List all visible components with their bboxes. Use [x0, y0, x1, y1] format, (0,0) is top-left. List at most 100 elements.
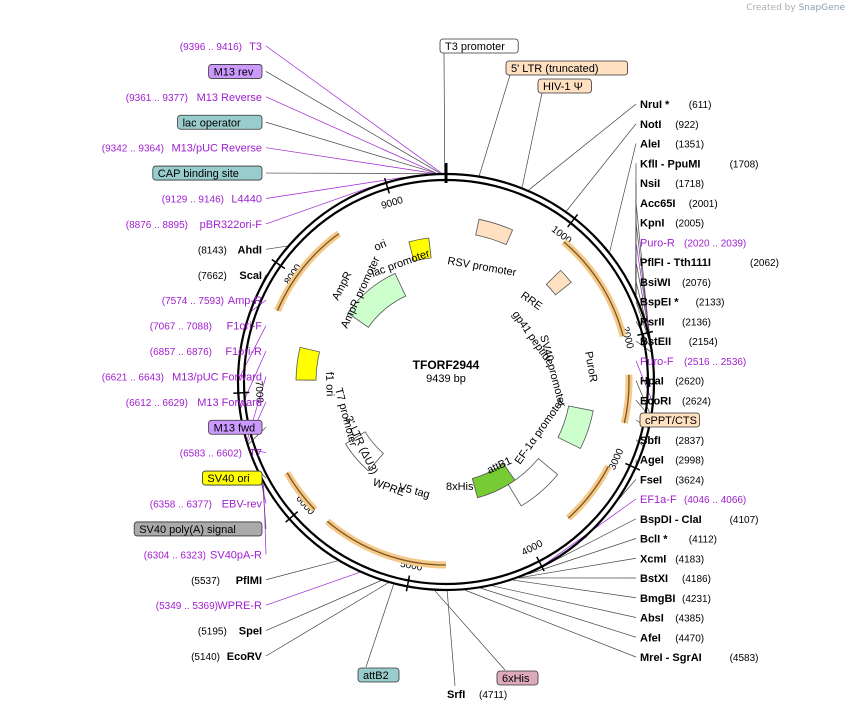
kfli-ppumi-label[interactable]: KflI - PpuMI — [640, 158, 701, 170]
t3-position: (9396 .. 9416) — [180, 42, 242, 53]
t7-label[interactable]: T7 — [249, 448, 262, 460]
xcmi-label[interactable]: XcmI — [640, 553, 666, 565]
label-leader — [266, 583, 388, 656]
rsv-promoter-feature-label[interactable]: RSV promoter — [446, 255, 517, 279]
bmgbi-label[interactable]: BmgBI — [640, 593, 675, 605]
5-ltr-truncated-label[interactable]: 5' LTR (truncated) — [511, 63, 598, 75]
hiv-1-label[interactable]: HIV-1 Ψ — [543, 81, 583, 93]
afei-position: (4470) — [675, 633, 704, 644]
ruler-tick-label: 9000 — [380, 195, 405, 212]
amp-r-label[interactable]: Amp-R — [228, 295, 262, 307]
6xhis-label[interactable]: 6xHis — [502, 673, 530, 685]
agei-label[interactable]: AgeI — [640, 455, 664, 467]
cap-binding-site-label[interactable]: CAP binding site — [158, 168, 239, 180]
sv40-ori-label[interactable]: SV40 ori — [207, 473, 249, 485]
feature-arc — [277, 234, 338, 311]
l4440-label[interactable]: L4440 — [231, 194, 262, 206]
acc65i-label[interactable]: Acc65I — [640, 198, 675, 210]
fsei-label[interactable]: FseI — [640, 474, 662, 486]
puror-feature-label[interactable]: PuroR — [582, 350, 599, 383]
f1ori-r-label[interactable]: F1ori-R — [225, 346, 262, 358]
sbfi-position: (2837) — [675, 436, 704, 447]
ruler-tick — [233, 392, 249, 393]
sbfi-label[interactable]: SbfI — [640, 435, 661, 447]
t3-promoter-label[interactable]: T3 promoter — [445, 41, 505, 53]
sv40-poly-a-signal-label[interactable]: SV40 poly(A) signal — [139, 524, 236, 536]
bspei-position: (2133) — [696, 298, 725, 309]
scai-position: (7662) — [198, 271, 227, 282]
ef1a-f-label[interactable]: EF1a-F — [640, 494, 677, 506]
m13-reverse-position: (9361 .. 9377) — [126, 93, 188, 104]
ecorv-label[interactable]: EcoRV — [227, 651, 263, 663]
alei-label[interactable]: AleI — [640, 139, 660, 151]
kpni-label[interactable]: KpnI — [640, 218, 664, 230]
ecori-label[interactable]: EcoRI — [640, 395, 671, 407]
label-leader — [266, 561, 338, 580]
bspei-label[interactable]: BspEI * — [640, 297, 679, 309]
ebv-rev-position: (6358 .. 6377) — [150, 500, 212, 511]
srfi-position: (4711) — [479, 690, 507, 701]
lac-operator-label[interactable]: lac operator — [183, 117, 241, 129]
mrei-sgrai-label[interactable]: MreI - SgrAI — [640, 652, 702, 664]
pflmi-label[interactable]: PflMI — [236, 575, 262, 587]
m13-puc-reverse-label[interactable]: M13/pUC Reverse — [172, 143, 262, 155]
absi-label[interactable]: AbsI — [640, 613, 664, 625]
nrui-position: (611) — [689, 100, 712, 111]
ahdi-label[interactable]: AhdI — [238, 244, 262, 256]
bcli-label[interactable]: BclI * — [640, 534, 668, 546]
8xhis-feature-label[interactable]: 8xHis — [446, 481, 474, 493]
ecorv-position: (5140) — [191, 652, 220, 663]
srfi-label[interactable]: SrfI — [447, 689, 465, 701]
puro-f-label[interactable]: Puro-F — [640, 356, 674, 368]
bspdi-clai-label[interactable]: BspDI - ClaI — [640, 514, 702, 526]
sv40-promoter-feature-label[interactable]: SV40 promoter — [537, 334, 568, 409]
ebv-rev-label[interactable]: EBV-rev — [222, 499, 263, 511]
plasmid-size: 9439 bp — [426, 373, 466, 385]
bsiwi-label[interactable]: BsiWI — [640, 277, 671, 289]
spei-position: (5195) — [198, 627, 227, 638]
snapgene-credit: Created by SnapGene — [746, 3, 845, 13]
label-leader — [266, 581, 381, 631]
m13-reverse-label[interactable]: M13 Reverse — [197, 92, 262, 104]
nsii-label[interactable]: NsiI — [640, 178, 660, 190]
pflfi-tth111i-position: (2062) — [750, 258, 779, 269]
puro-r-label[interactable]: Puro-R — [640, 237, 675, 249]
bsteii-label[interactable]: BstEII — [640, 336, 671, 348]
ef-1-promoter-feature-label[interactable]: EF-1α promoter — [513, 396, 567, 466]
rsrii-label[interactable]: RsrII — [640, 316, 664, 328]
label-leader — [566, 124, 636, 211]
ef1a-f-position: (4046 .. 4066) — [684, 495, 746, 506]
wpre-r-label[interactable]: WPRE-R — [217, 600, 262, 612]
m13-puc-forward-label[interactable]: M13/pUC Forward — [172, 371, 262, 383]
pbr322ori-f-label[interactable]: pBR322ori-F — [200, 219, 263, 231]
label-leader — [529, 104, 636, 190]
pflfi-tth111i-label[interactable]: PflFI - Tth111I — [640, 257, 711, 269]
noti-label[interactable]: NotI — [640, 119, 661, 131]
puro-r-position: (2020 .. 2039) — [684, 238, 746, 249]
m13-forward-label[interactable]: M13 Forward — [197, 397, 262, 409]
attb2-label[interactable]: attB2 — [363, 670, 389, 682]
pbr322ori-f-position: (8876 .. 8895) — [126, 220, 188, 231]
bstxi-label[interactable]: BstXI — [640, 573, 668, 585]
ori-feature-label[interactable]: ori — [372, 238, 388, 254]
t3-label[interactable]: T3 — [249, 41, 262, 53]
rre-feature-label[interactable]: RRE — [518, 290, 544, 313]
m13-rev-label[interactable]: M13 rev — [214, 66, 254, 78]
sv40pa-r-label[interactable]: SV40pA-R — [210, 549, 262, 561]
label-leader — [522, 93, 542, 187]
hpai-label[interactable]: HpaI — [640, 376, 664, 388]
feature-arc — [327, 521, 446, 565]
f1ori-f-label[interactable]: F1ori-F — [227, 321, 263, 333]
scai-label[interactable]: ScaI — [239, 270, 262, 282]
m13-fwd-label[interactable]: M13 fwd — [214, 422, 256, 434]
bsteii-position: (2154) — [689, 337, 718, 348]
kpni-position: (2005) — [675, 219, 704, 230]
cppt-cts-label[interactable]: cPPT/CTS — [645, 415, 697, 427]
nrui-label[interactable]: NruI * — [640, 99, 670, 111]
label-leader — [447, 591, 455, 686]
feature-arc — [564, 242, 623, 336]
afei-label[interactable]: AfeI — [640, 632, 661, 644]
label-leader — [465, 590, 636, 657]
spei-label[interactable]: SpeI — [239, 626, 262, 638]
label-leader — [435, 591, 505, 670]
